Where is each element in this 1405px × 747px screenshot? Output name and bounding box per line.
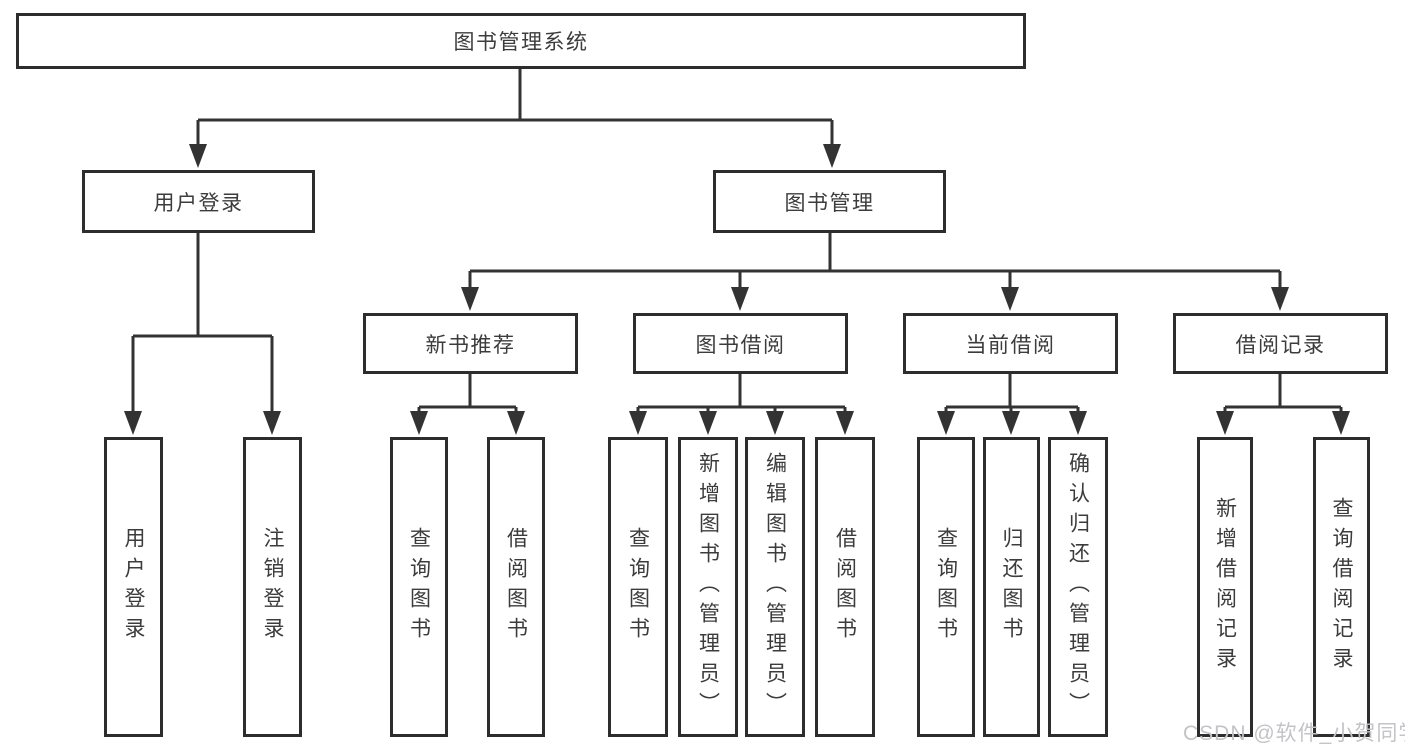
node-user-login: 用户登录 (82, 170, 315, 233)
node-current-borrow: 当前借阅 (903, 313, 1118, 374)
arrowhead-down (836, 411, 854, 435)
node-label: 确认归还（管理员） (1066, 452, 1090, 722)
leaf-user-login: 用户登录 (104, 437, 163, 737)
arrowhead-down (629, 411, 647, 435)
arrowhead-down (263, 411, 281, 435)
node-label: 用户登录 (122, 527, 145, 647)
csdn-watermark: CSDN @软件_小贺同学 (1183, 722, 1405, 745)
arrowhead-down (699, 411, 717, 435)
node-label: 查询图书 (626, 527, 650, 647)
leaf-query-books-rec: 查询图书 (390, 437, 448, 737)
node-root-system: 图书管理系统 (16, 13, 1026, 69)
node-label: 用户登录 (153, 191, 244, 215)
arrowhead-down (1216, 411, 1234, 435)
arrowhead-down (189, 144, 207, 168)
leaf-add-books-admin: 新增图书（管理员） (678, 437, 738, 737)
node-label: 查询图书 (934, 527, 958, 647)
node-label: 图书借阅 (695, 333, 786, 357)
leaf-confirm-return-admin: 确认归还（管理员） (1048, 437, 1108, 737)
arrowhead-down (1001, 287, 1019, 311)
arrowhead-down (937, 411, 955, 435)
arrowhead-down (124, 411, 142, 435)
node-label: 新增图书（管理员） (696, 452, 720, 722)
node-label: 编辑图书（管理员） (763, 452, 787, 722)
leaf-logout: 注销登录 (243, 437, 302, 737)
node-book-borrow: 图书借阅 (633, 313, 848, 374)
leaf-borrow-books-rec: 借阅图书 (487, 437, 545, 737)
leaf-add-borrow-record: 新增借阅记录 (1197, 437, 1253, 737)
arrowhead-down (1271, 287, 1289, 311)
connector-current-borrow-children (937, 373, 1087, 435)
leaf-query-books-borrow: 查询图书 (608, 437, 668, 737)
arrowhead-down (507, 411, 525, 435)
node-label: 图书管理 (784, 191, 875, 215)
arrowhead-down (461, 287, 479, 311)
connector-borrow-records-children (1216, 373, 1350, 435)
node-label: 借阅记录 (1235, 333, 1326, 357)
arrowhead-down (410, 411, 428, 435)
connector-root-to-level2 (189, 69, 841, 168)
arrowhead-down (1002, 411, 1020, 435)
node-book-mgmt: 图书管理 (713, 170, 946, 233)
node-label: 查询图书 (407, 527, 431, 647)
node-label: 归还图书 (1000, 527, 1023, 647)
connector-book-borrow-children (629, 373, 854, 435)
arrowhead-down (823, 144, 841, 168)
node-label: 图书管理系统 (453, 31, 589, 54)
arrowhead-down (1069, 411, 1087, 435)
node-label: 借阅图书 (504, 527, 528, 647)
node-label: 借阅图书 (833, 527, 857, 647)
node-label: 新增借阅记录 (1213, 497, 1237, 677)
node-label: 当前借阅 (965, 333, 1056, 357)
arrowhead-down (766, 411, 784, 435)
leaf-query-books-current: 查询图书 (917, 437, 975, 737)
arrowhead-down (1332, 411, 1350, 435)
leaf-query-borrow-record: 查询借阅记录 (1313, 437, 1370, 737)
connector-book-mgmt-children (461, 232, 1289, 311)
leaf-return-books: 归还图书 (983, 437, 1040, 737)
node-label: 注销登录 (261, 527, 284, 647)
leaf-edit-books-admin: 编辑图书（管理员） (745, 437, 805, 737)
node-label: 新书推荐 (425, 333, 516, 357)
connector-new-book-rec-children (410, 373, 525, 435)
node-label: 查询借阅记录 (1330, 497, 1353, 677)
leaf-borrow-books: 借阅图书 (815, 437, 875, 737)
node-borrow-records: 借阅记录 (1173, 313, 1388, 374)
arrowhead-down (731, 287, 749, 311)
connector-user-login-children (124, 232, 281, 435)
node-new-book-rec: 新书推荐 (363, 313, 578, 374)
